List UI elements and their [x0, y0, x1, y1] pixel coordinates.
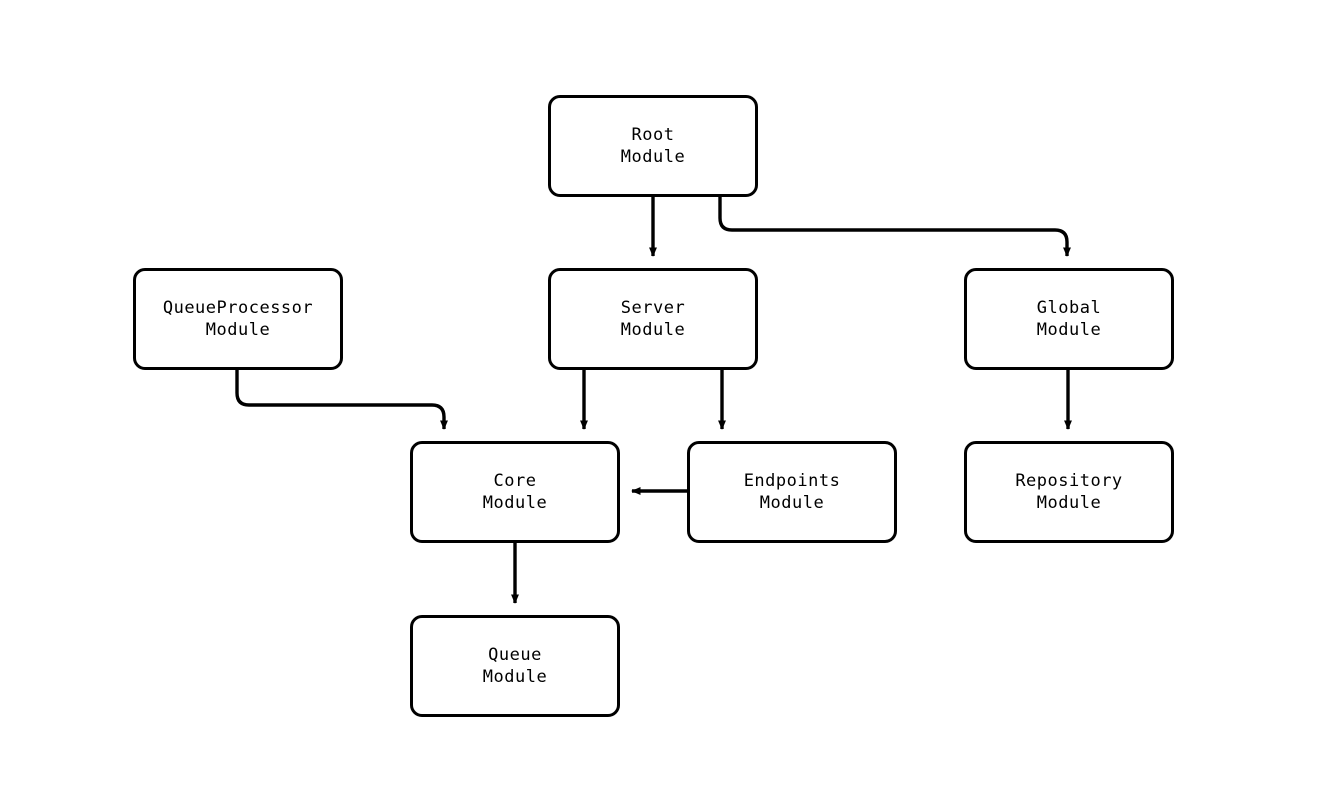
node-server-module-line1: Server	[620, 298, 686, 318]
node-repository-module-line2: Module	[1036, 493, 1102, 513]
node-root-module-line2: Module	[620, 147, 686, 167]
node-root-module-line1: Root	[631, 125, 675, 145]
node-repository-module[interactable]: Repository Module	[964, 441, 1174, 543]
node-queue-module-line1: Queue	[488, 645, 542, 665]
node-repository-module-line1: Repository	[1015, 471, 1123, 491]
node-core-module-line1: Core	[493, 471, 537, 491]
node-queue-module[interactable]: Queue Module	[410, 615, 620, 717]
edge-root-to-global	[718, 197, 1071, 257]
node-global-module-line1: Global	[1036, 298, 1102, 318]
node-root-module[interactable]: Root Module	[548, 95, 758, 197]
node-server-module[interactable]: Server Module	[548, 268, 758, 370]
node-core-module-line2: Module	[482, 493, 548, 513]
node-global-module[interactable]: Global Module	[964, 268, 1174, 370]
node-endpoints-module[interactable]: Endpoints Module	[687, 441, 897, 543]
node-queueprocessor-module[interactable]: QueueProcessor Module	[133, 268, 343, 370]
edge-queueprocessor-to-core	[235, 370, 448, 430]
node-queueprocessor-module-line2: Module	[205, 320, 271, 340]
node-endpoints-module-line1: Endpoints	[743, 471, 841, 491]
node-server-module-line2: Module	[620, 320, 686, 340]
node-endpoints-module-line2: Module	[759, 493, 825, 513]
node-core-module[interactable]: Core Module	[410, 441, 620, 543]
node-queueprocessor-module-line1: QueueProcessor	[162, 298, 314, 318]
node-queue-module-line2: Module	[482, 667, 548, 687]
node-global-module-line2: Module	[1036, 320, 1102, 340]
